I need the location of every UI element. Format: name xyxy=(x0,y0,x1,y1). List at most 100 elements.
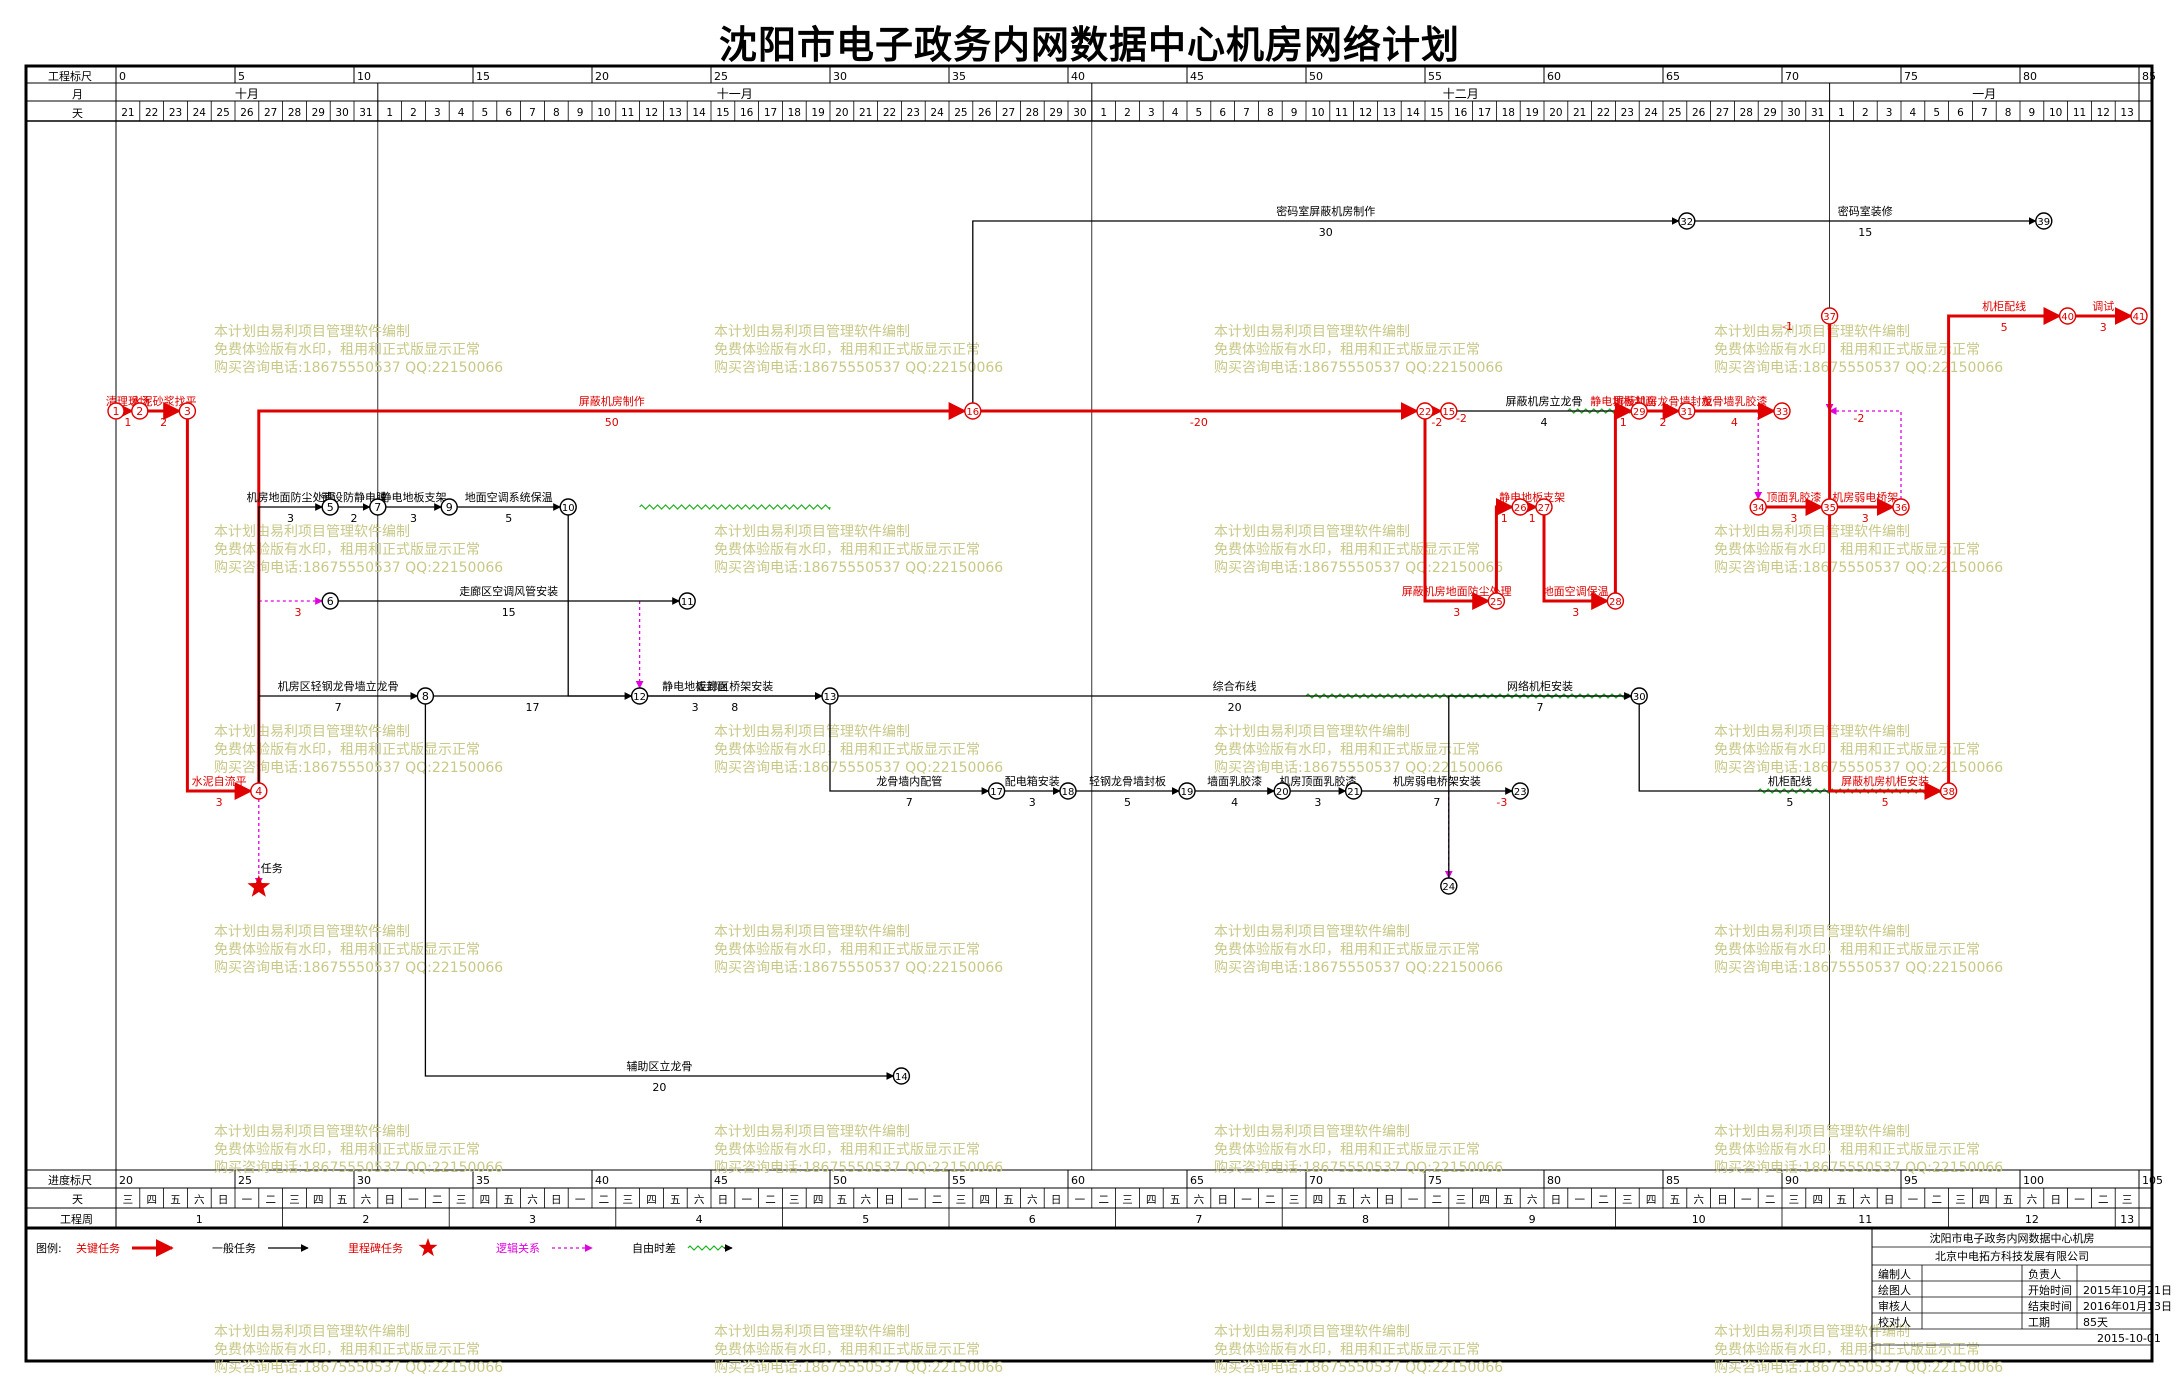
event-node[interactable] xyxy=(1630,402,1648,420)
event-node[interactable] xyxy=(250,782,268,800)
event-node[interactable] xyxy=(964,402,982,420)
progress-tick-label: 60 xyxy=(1071,1174,1085,1187)
day-number: 29 xyxy=(1049,107,1062,119)
event-node[interactable] xyxy=(1820,307,1839,325)
info-company: 北京中电拓方科技发展有限公司 xyxy=(1935,1249,2089,1263)
task-arrow[interactable] xyxy=(258,692,419,783)
watermark-text: 免费体验版有水印，租用和正式版显示正常 xyxy=(1214,1342,1480,1358)
event-node[interactable] xyxy=(1487,592,1506,610)
milestone-star-icon[interactable] xyxy=(247,875,271,897)
watermark-text: 本计划由易利项目管理软件编制 xyxy=(1214,524,1410,540)
event-node[interactable] xyxy=(1511,498,1529,516)
event-node[interactable] xyxy=(892,1067,911,1085)
event-node[interactable] xyxy=(440,498,458,516)
event-node[interactable] xyxy=(1178,782,1196,800)
event-node[interactable] xyxy=(1344,782,1363,800)
event-node[interactable] xyxy=(1749,498,1767,516)
task-arrow[interactable] xyxy=(185,419,253,800)
event-node[interactable] xyxy=(2130,307,2148,325)
event-node[interactable] xyxy=(1678,402,1696,420)
event-node[interactable] xyxy=(678,592,696,610)
task-arrow[interactable] xyxy=(1542,515,1610,610)
event-node[interactable] xyxy=(1630,687,1648,705)
event-node[interactable] xyxy=(107,402,125,420)
task-arrow[interactable] xyxy=(1423,419,1491,610)
event-node[interactable] xyxy=(321,592,339,610)
weekday-cell: 六 xyxy=(1860,1194,1871,1206)
task-arrow[interactable] xyxy=(1613,402,1633,593)
task-arrow[interactable] xyxy=(1448,692,1632,878)
task-duration: 7 xyxy=(1433,796,1440,809)
event-node[interactable] xyxy=(559,498,577,516)
day-number: 23 xyxy=(907,107,920,119)
event-node[interactable] xyxy=(321,498,339,516)
progress-tick-label: 50 xyxy=(833,1174,847,1187)
event-node[interactable] xyxy=(369,498,387,516)
task-name: 走廊区桥架安装 xyxy=(696,679,773,693)
event-node[interactable] xyxy=(1511,782,1529,800)
day-number: 24 xyxy=(930,107,944,119)
weekday-cell: 五 xyxy=(170,1194,181,1206)
event-node-id: 36 xyxy=(1895,503,1908,514)
event-node[interactable] xyxy=(821,687,839,705)
event-node-id: 20 xyxy=(1276,787,1289,798)
weekday-cell: 五 xyxy=(2003,1194,2014,1206)
event-node[interactable] xyxy=(630,687,649,705)
event-node[interactable] xyxy=(416,687,435,705)
event-node[interactable] xyxy=(1440,402,1458,420)
weekday-cell: 一 xyxy=(575,1194,586,1206)
event-node[interactable] xyxy=(1678,212,1696,230)
task-arrow[interactable] xyxy=(1828,324,1943,800)
day-number: 19 xyxy=(1525,107,1538,119)
task-arrow[interactable] xyxy=(1947,307,2062,783)
task-name: 铺设防静电膜 xyxy=(321,490,387,504)
event-node-id: 18 xyxy=(1062,787,1075,798)
scale-tick-label: 75 xyxy=(1904,70,1918,83)
day-number: 27 xyxy=(1002,107,1015,119)
month-name: 一月 xyxy=(1972,87,1996,101)
watermark-text: 本计划由易利项目管理软件编制 xyxy=(1714,524,1910,540)
task-arrow[interactable] xyxy=(258,503,323,783)
event-node[interactable] xyxy=(178,402,197,420)
event-node[interactable] xyxy=(131,402,149,420)
event-node[interactable] xyxy=(1440,877,1458,895)
task-arrow[interactable] xyxy=(829,704,990,795)
event-node[interactable] xyxy=(2035,212,2053,230)
event-node[interactable] xyxy=(1820,498,1839,516)
event-node[interactable] xyxy=(1059,782,1077,800)
task-duration: 50 xyxy=(605,416,619,429)
day-number: 23 xyxy=(169,107,182,119)
event-node-id: 34 xyxy=(1752,503,1765,514)
event-node-id: 22 xyxy=(1419,407,1432,418)
logic-link xyxy=(1828,407,1902,499)
event-node[interactable] xyxy=(1773,402,1791,420)
watermark-text: 购买咨询电话:18675550537 QQ:22150066 xyxy=(1714,560,2003,576)
progress-tick-label: 35 xyxy=(476,1174,490,1187)
event-node[interactable] xyxy=(1892,498,1910,516)
event-node[interactable] xyxy=(1606,592,1625,610)
watermark-text: 免费体验版有水印，租用和正式版显示正常 xyxy=(714,942,980,958)
weekday-cell: 日 xyxy=(218,1194,229,1206)
day-number: 26 xyxy=(978,107,992,119)
task-name: 屏蔽机房机柜安装 xyxy=(1841,774,1929,788)
task-arrow[interactable] xyxy=(1494,498,1514,593)
info-key: 绘图人 xyxy=(1878,1283,1911,1297)
task-arrow[interactable] xyxy=(972,217,1680,403)
watermark-text: 购买咨询电话:18675550537 QQ:22150066 xyxy=(1714,960,2003,976)
legend-label: 图例: xyxy=(36,1241,62,1255)
day-number: 13 xyxy=(2120,107,2133,119)
legend-item-label: 自由时差 xyxy=(632,1241,676,1255)
day-number: 2 xyxy=(1862,107,1869,119)
event-node[interactable] xyxy=(1273,782,1291,800)
event-node[interactable] xyxy=(2058,307,2077,325)
event-node[interactable] xyxy=(1939,782,1958,800)
day-number: 11 xyxy=(2073,107,2086,119)
milestone-label: 任务 xyxy=(261,862,283,875)
event-node[interactable] xyxy=(1535,498,1553,516)
event-node[interactable] xyxy=(987,782,1006,800)
event-node-id: 15 xyxy=(1442,407,1455,418)
watermark-text: 本计划由易利项目管理软件编制 xyxy=(1714,324,1910,340)
event-node[interactable] xyxy=(1416,402,1434,420)
task-arrow[interactable] xyxy=(424,704,895,1080)
